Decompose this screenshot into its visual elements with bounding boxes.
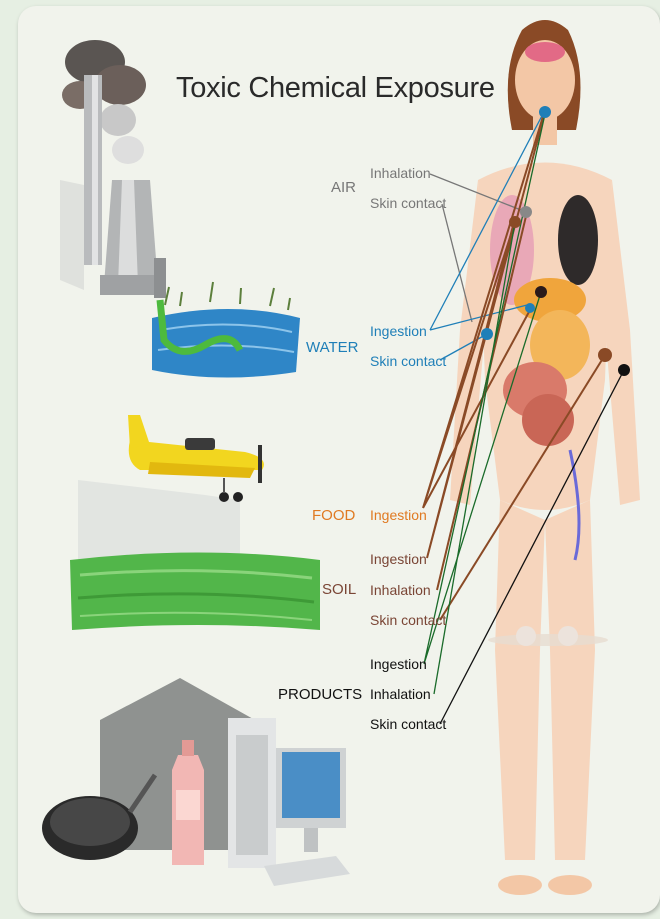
route-air-inhalation: Inhalation bbox=[370, 165, 431, 181]
source-label-water: WATER bbox=[306, 339, 359, 356]
crop-duster-plane-illustration bbox=[78, 415, 264, 560]
source-label-air: AIR bbox=[331, 179, 356, 196]
human-body-illustration bbox=[450, 20, 640, 895]
source-label-food: FOOD bbox=[312, 507, 355, 524]
water-pond-illustration bbox=[152, 282, 300, 378]
source-label-products: PRODUCTS bbox=[278, 686, 362, 703]
route-soil-skin-contact: Skin contact bbox=[370, 612, 446, 628]
route-products-skin-contact: Skin contact bbox=[370, 716, 446, 732]
products-house-illustration bbox=[42, 678, 350, 886]
grass-field-illustration bbox=[70, 553, 320, 631]
route-products-inhalation: Inhalation bbox=[370, 686, 431, 702]
diagram-title: Toxic Chemical Exposure bbox=[176, 72, 495, 105]
route-food-ingestion: Ingestion bbox=[370, 507, 427, 523]
route-soil-ingestion: Ingestion bbox=[370, 551, 427, 567]
route-air-skin-contact: Skin contact bbox=[370, 195, 446, 211]
route-soil-inhalation: Inhalation bbox=[370, 582, 431, 598]
route-water-skin-contact: Skin contact bbox=[370, 353, 446, 369]
route-water-ingestion: Ingestion bbox=[370, 323, 427, 339]
route-products-ingestion: Ingestion bbox=[370, 656, 427, 672]
smokestack-illustration bbox=[60, 40, 166, 298]
source-label-soil: SOIL bbox=[322, 581, 356, 598]
